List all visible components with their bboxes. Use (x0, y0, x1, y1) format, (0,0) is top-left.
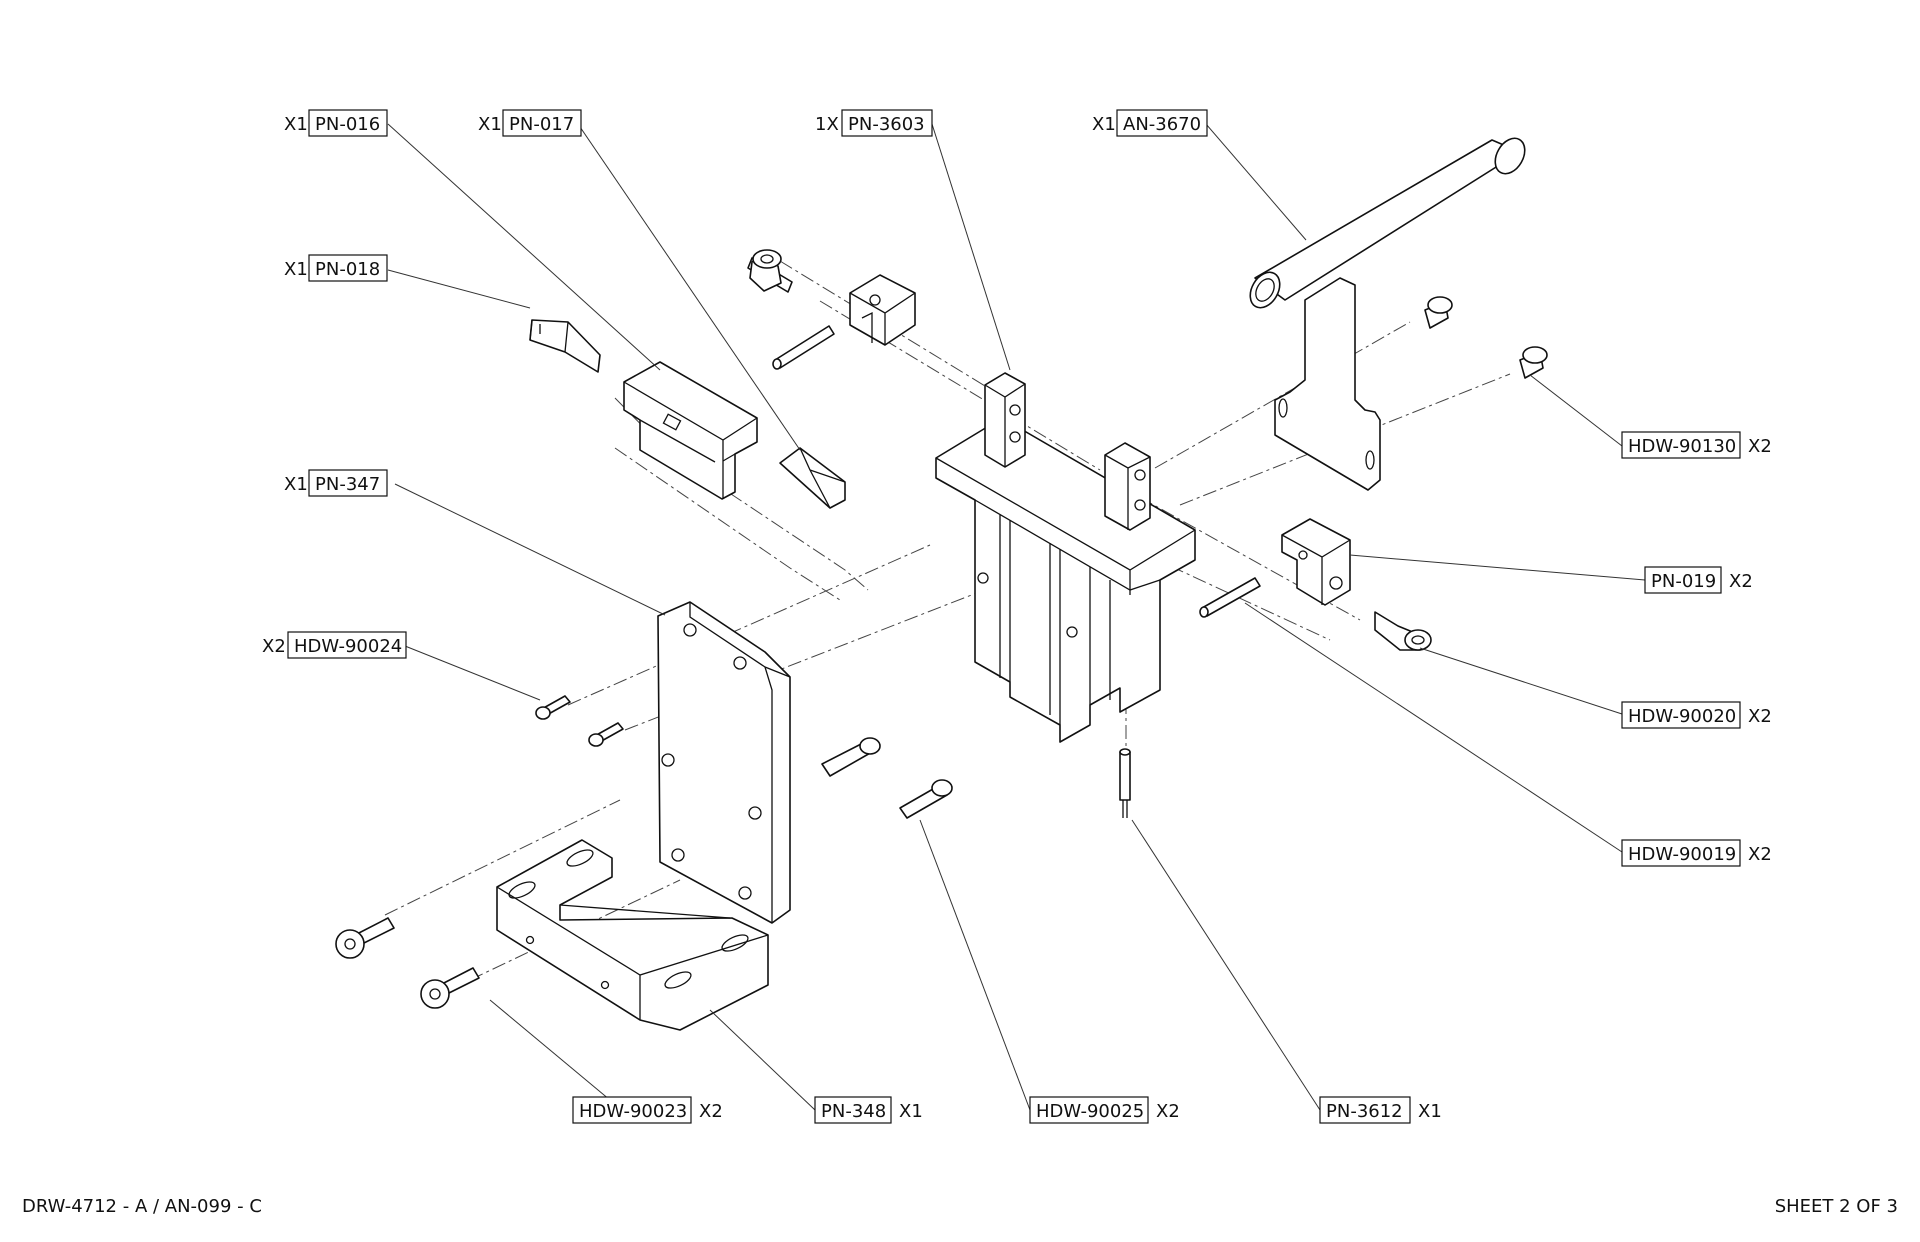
callout-part-number: PN-018 (315, 259, 380, 280)
rivet-hdw-90130 (1424, 296, 1548, 379)
socket-screw-top (747, 249, 793, 293)
callout-pn-3603: 1X PN-3603 (815, 109, 933, 137)
callout-qty: X1 (284, 114, 308, 135)
callout-hdw-90020: HDW-90020 X2 (1621, 701, 1772, 729)
callout-part-number: HDW-90019 (1628, 844, 1736, 865)
drawing-number: DRW-4712 - A / AN-099 - C (22, 1196, 262, 1217)
callout-hdw-90024: X2 HDW-90024 (262, 631, 407, 659)
callout-part-number: HDW-90023 (579, 1101, 687, 1122)
dowel-pin-upper (772, 325, 835, 370)
socket-screw-hdw-90025 (821, 737, 953, 819)
callout-pn-348: PN-348 X1 (814, 1096, 923, 1124)
gripper-body-pn-3603 (935, 372, 1196, 743)
callout-hdw-90130: HDW-90130 X2 (1621, 431, 1772, 459)
callout-qty: X1 (284, 474, 308, 495)
callout-part-number: PN-3612 (1326, 1101, 1403, 1122)
callout-qty: X1 (899, 1101, 923, 1122)
callout-qty: X2 (1748, 436, 1772, 457)
callout-qty: X2 (1729, 571, 1753, 592)
pin-pn-3612 (1119, 748, 1131, 818)
dowel-pin-hdw-90019 (1199, 577, 1261, 618)
blade-pn-018 (529, 319, 601, 373)
button-screw-hdw-90023 (335, 917, 480, 1009)
callout-pn-016: X1 PN-016 (284, 109, 388, 137)
callout-qty: X1 (284, 259, 308, 280)
callout-qty: X2 (1156, 1101, 1180, 1122)
callout-part-number: PN-348 (821, 1101, 886, 1122)
socket-screw-hdw-90020 (1374, 611, 1432, 651)
callout-pn-347: X1 PN-347 (284, 469, 388, 497)
callout-an-3670: X1 AN-3670 (1092, 109, 1208, 137)
callout-part-number: HDW-90020 (1628, 706, 1736, 727)
callout-part-number: PN-019 (1651, 571, 1716, 592)
leader-lines (387, 123, 1646, 1111)
callout-part-number: HDW-90025 (1036, 1101, 1144, 1122)
callout-part-number: AN-3670 (1123, 114, 1201, 135)
socket-screw-hdw-90024 (535, 695, 624, 747)
callout-part-number: PN-017 (509, 114, 574, 135)
clamp-block-pn-019 (1281, 518, 1351, 606)
callout-pn-017: X1 PN-017 (478, 109, 582, 137)
base-bracket-pn-348 (496, 839, 769, 1031)
callout-qty: X2 (699, 1101, 723, 1122)
callout-hdw-90023: HDW-90023 X2 (572, 1096, 723, 1124)
blade-holder-pn-016 (623, 361, 758, 500)
callout-part-number: PN-3603 (848, 114, 925, 135)
callout-qty: X2 (262, 636, 286, 657)
callout-part-number: HDW-90130 (1628, 436, 1736, 457)
handle-an-3670 (1249, 137, 1526, 491)
callout-qty: 1X (815, 114, 839, 135)
side-plate-pn-347 (657, 601, 791, 924)
callout-part-number: PN-347 (315, 474, 380, 495)
callout-qty: X2 (1748, 844, 1772, 865)
callout-qty: X2 (1748, 706, 1772, 727)
blade-pn-017 (779, 447, 846, 509)
clamp-block-upper (849, 274, 916, 346)
callout-qty: X1 (1092, 114, 1116, 135)
sheet-number: SHEET 2 OF 3 (1774, 1196, 1898, 1217)
callout-part-number: HDW-90024 (294, 636, 402, 657)
callout-qty: X1 (478, 114, 502, 135)
callout-pn-019: PN-019 X2 (1644, 566, 1753, 594)
callout-qty: X1 (1418, 1101, 1442, 1122)
callout-hdw-90019: HDW-90019 X2 (1621, 839, 1772, 867)
callout-part-number: PN-016 (315, 114, 380, 135)
callout-pn-3612: PN-3612 X1 (1319, 1096, 1442, 1124)
callout-pn-018: X1 PN-018 (284, 254, 388, 282)
callout-hdw-90025: HDW-90025 X2 (1029, 1096, 1180, 1124)
